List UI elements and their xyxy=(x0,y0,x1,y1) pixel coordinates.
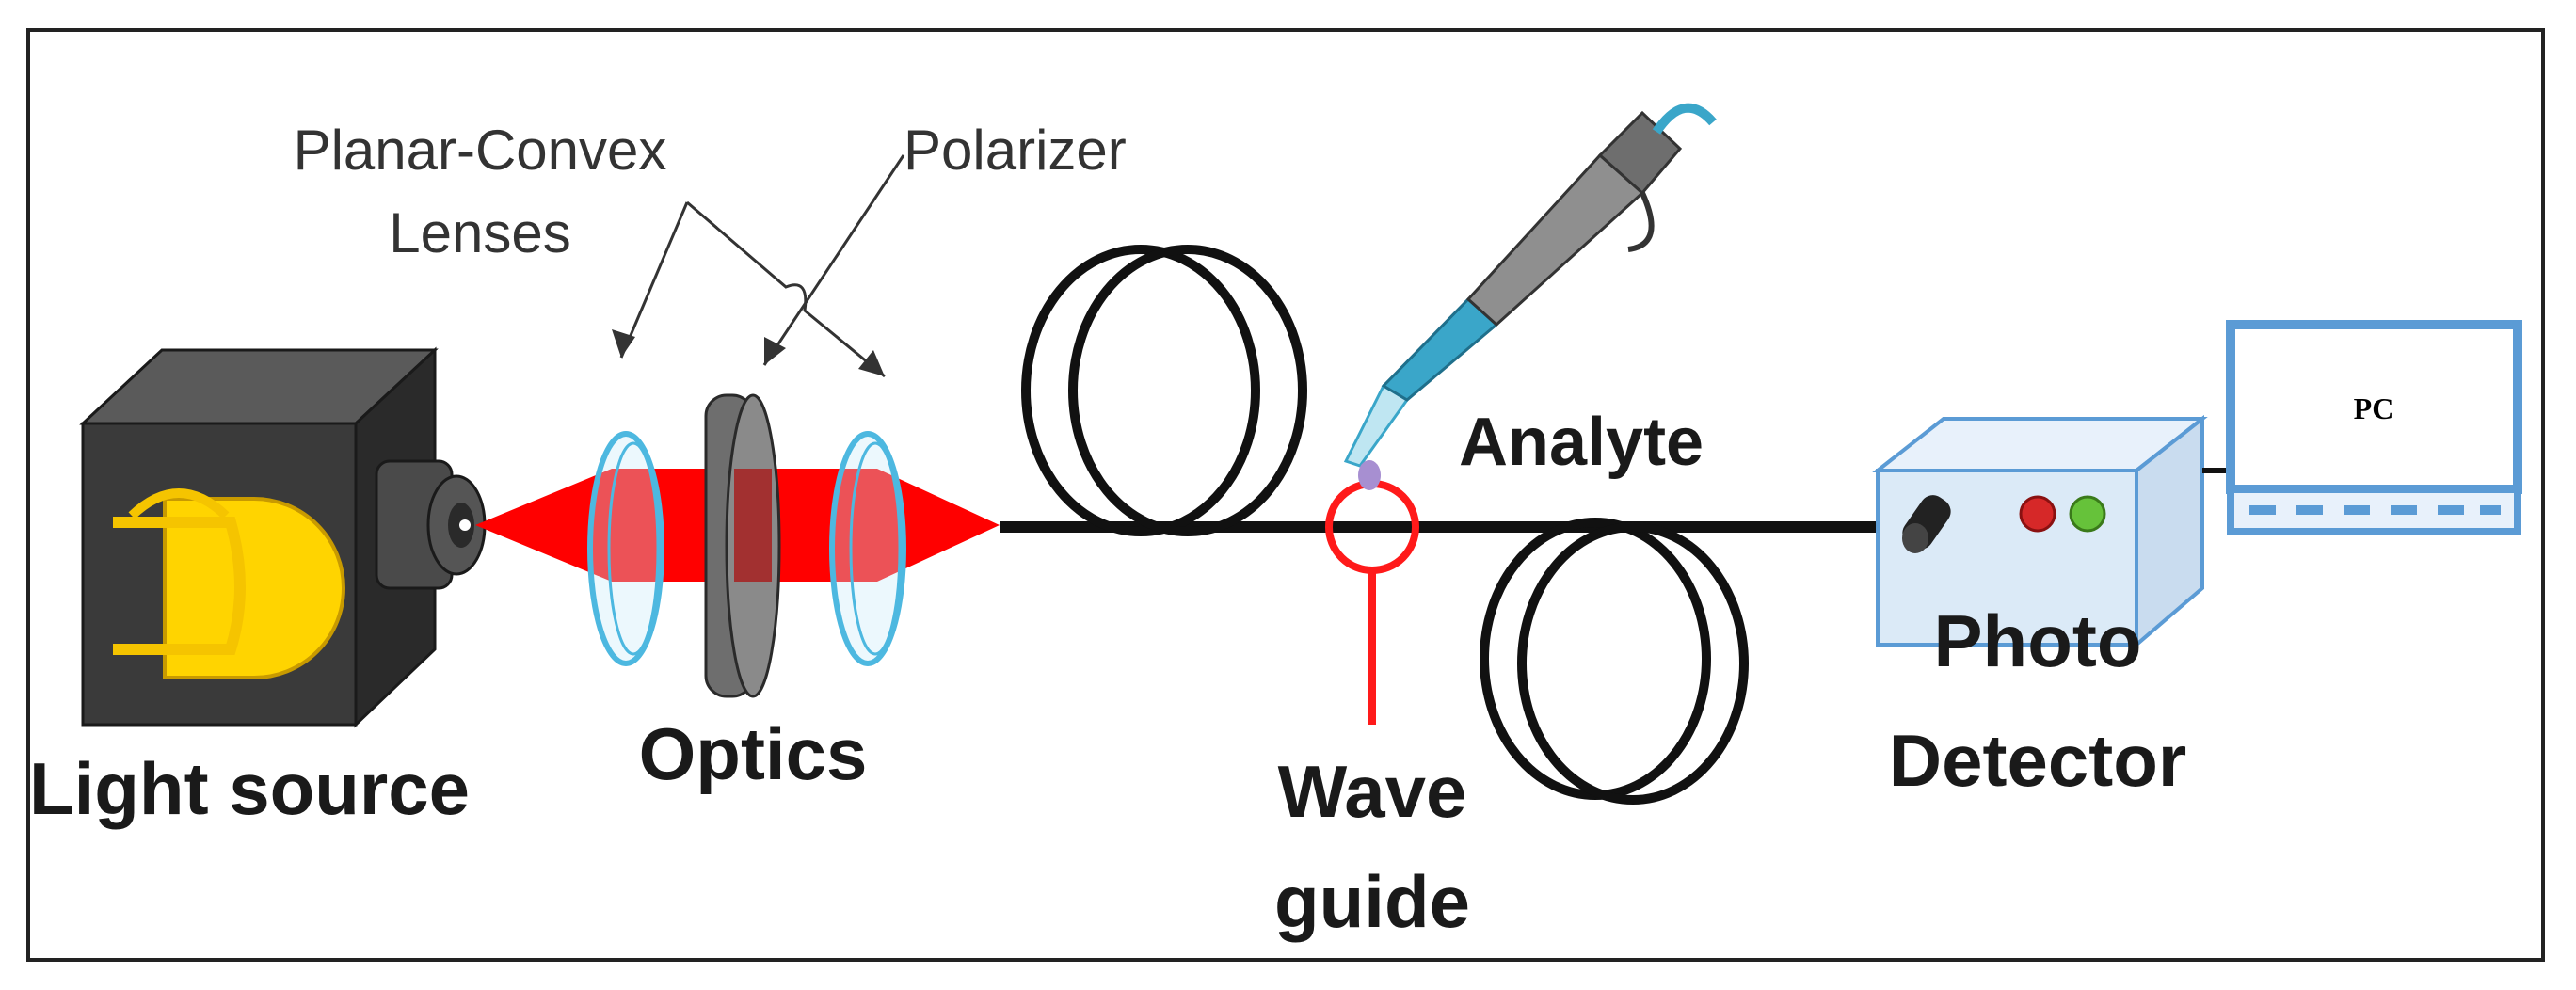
pc-label: PC xyxy=(2354,391,2394,425)
analyte-label: Analyte xyxy=(1459,405,1704,480)
lens-1-pointer xyxy=(619,201,689,359)
photo-label: Photo xyxy=(1934,599,2142,682)
planar-convex-lens-2 xyxy=(829,431,906,666)
lenses-label: Lenses xyxy=(389,201,570,264)
guide-label: guide xyxy=(1274,860,1470,943)
pc-screen xyxy=(2226,320,2522,494)
optics-label: Optics xyxy=(639,712,868,795)
light-source-box xyxy=(79,346,487,728)
red-indicator-light xyxy=(2019,495,2056,533)
pipette-trigger xyxy=(1627,191,1655,252)
detector-input-port xyxy=(1902,495,1951,553)
polarizer-pointer xyxy=(762,154,905,366)
fiber-coil-lower xyxy=(1480,518,1749,805)
analyte-drop xyxy=(1358,460,1381,490)
converging-beam xyxy=(877,469,1000,582)
beam-through-polarizer xyxy=(734,469,772,582)
bulb-filament-icon xyxy=(113,517,246,655)
pc-keyboard xyxy=(2227,486,2521,535)
green-indicator-light xyxy=(2069,495,2106,533)
aperture-dot xyxy=(459,519,471,531)
lens-2-inner-edge xyxy=(849,441,902,656)
planar-convex-label: Planar-Convex xyxy=(294,119,667,182)
polarizer xyxy=(704,393,781,698)
bulb-icon xyxy=(163,497,345,679)
detector-label: Detector xyxy=(1889,719,2186,802)
pc-keyboard-keys xyxy=(2249,505,2501,515)
pipette-icon xyxy=(1343,103,1717,490)
planar-convex-lens-1 xyxy=(587,431,664,666)
fiber-coil-upper xyxy=(1021,245,1307,536)
lens-1-inner-edge xyxy=(607,441,660,656)
bulb-filament-arc xyxy=(128,488,230,519)
pipette-plunger xyxy=(1652,103,1717,135)
polarizer-label: Polarizer xyxy=(904,119,1127,182)
wave-label: Wave xyxy=(1278,750,1467,833)
lens-2-pointer xyxy=(686,200,886,378)
photo-detector xyxy=(1872,414,2208,649)
diverging-beam xyxy=(475,469,612,582)
pc-icon xyxy=(2226,320,2522,535)
lens-annotation-arrows xyxy=(619,154,905,378)
light-source-label: Light source xyxy=(29,747,470,830)
arrowheads xyxy=(612,329,885,376)
